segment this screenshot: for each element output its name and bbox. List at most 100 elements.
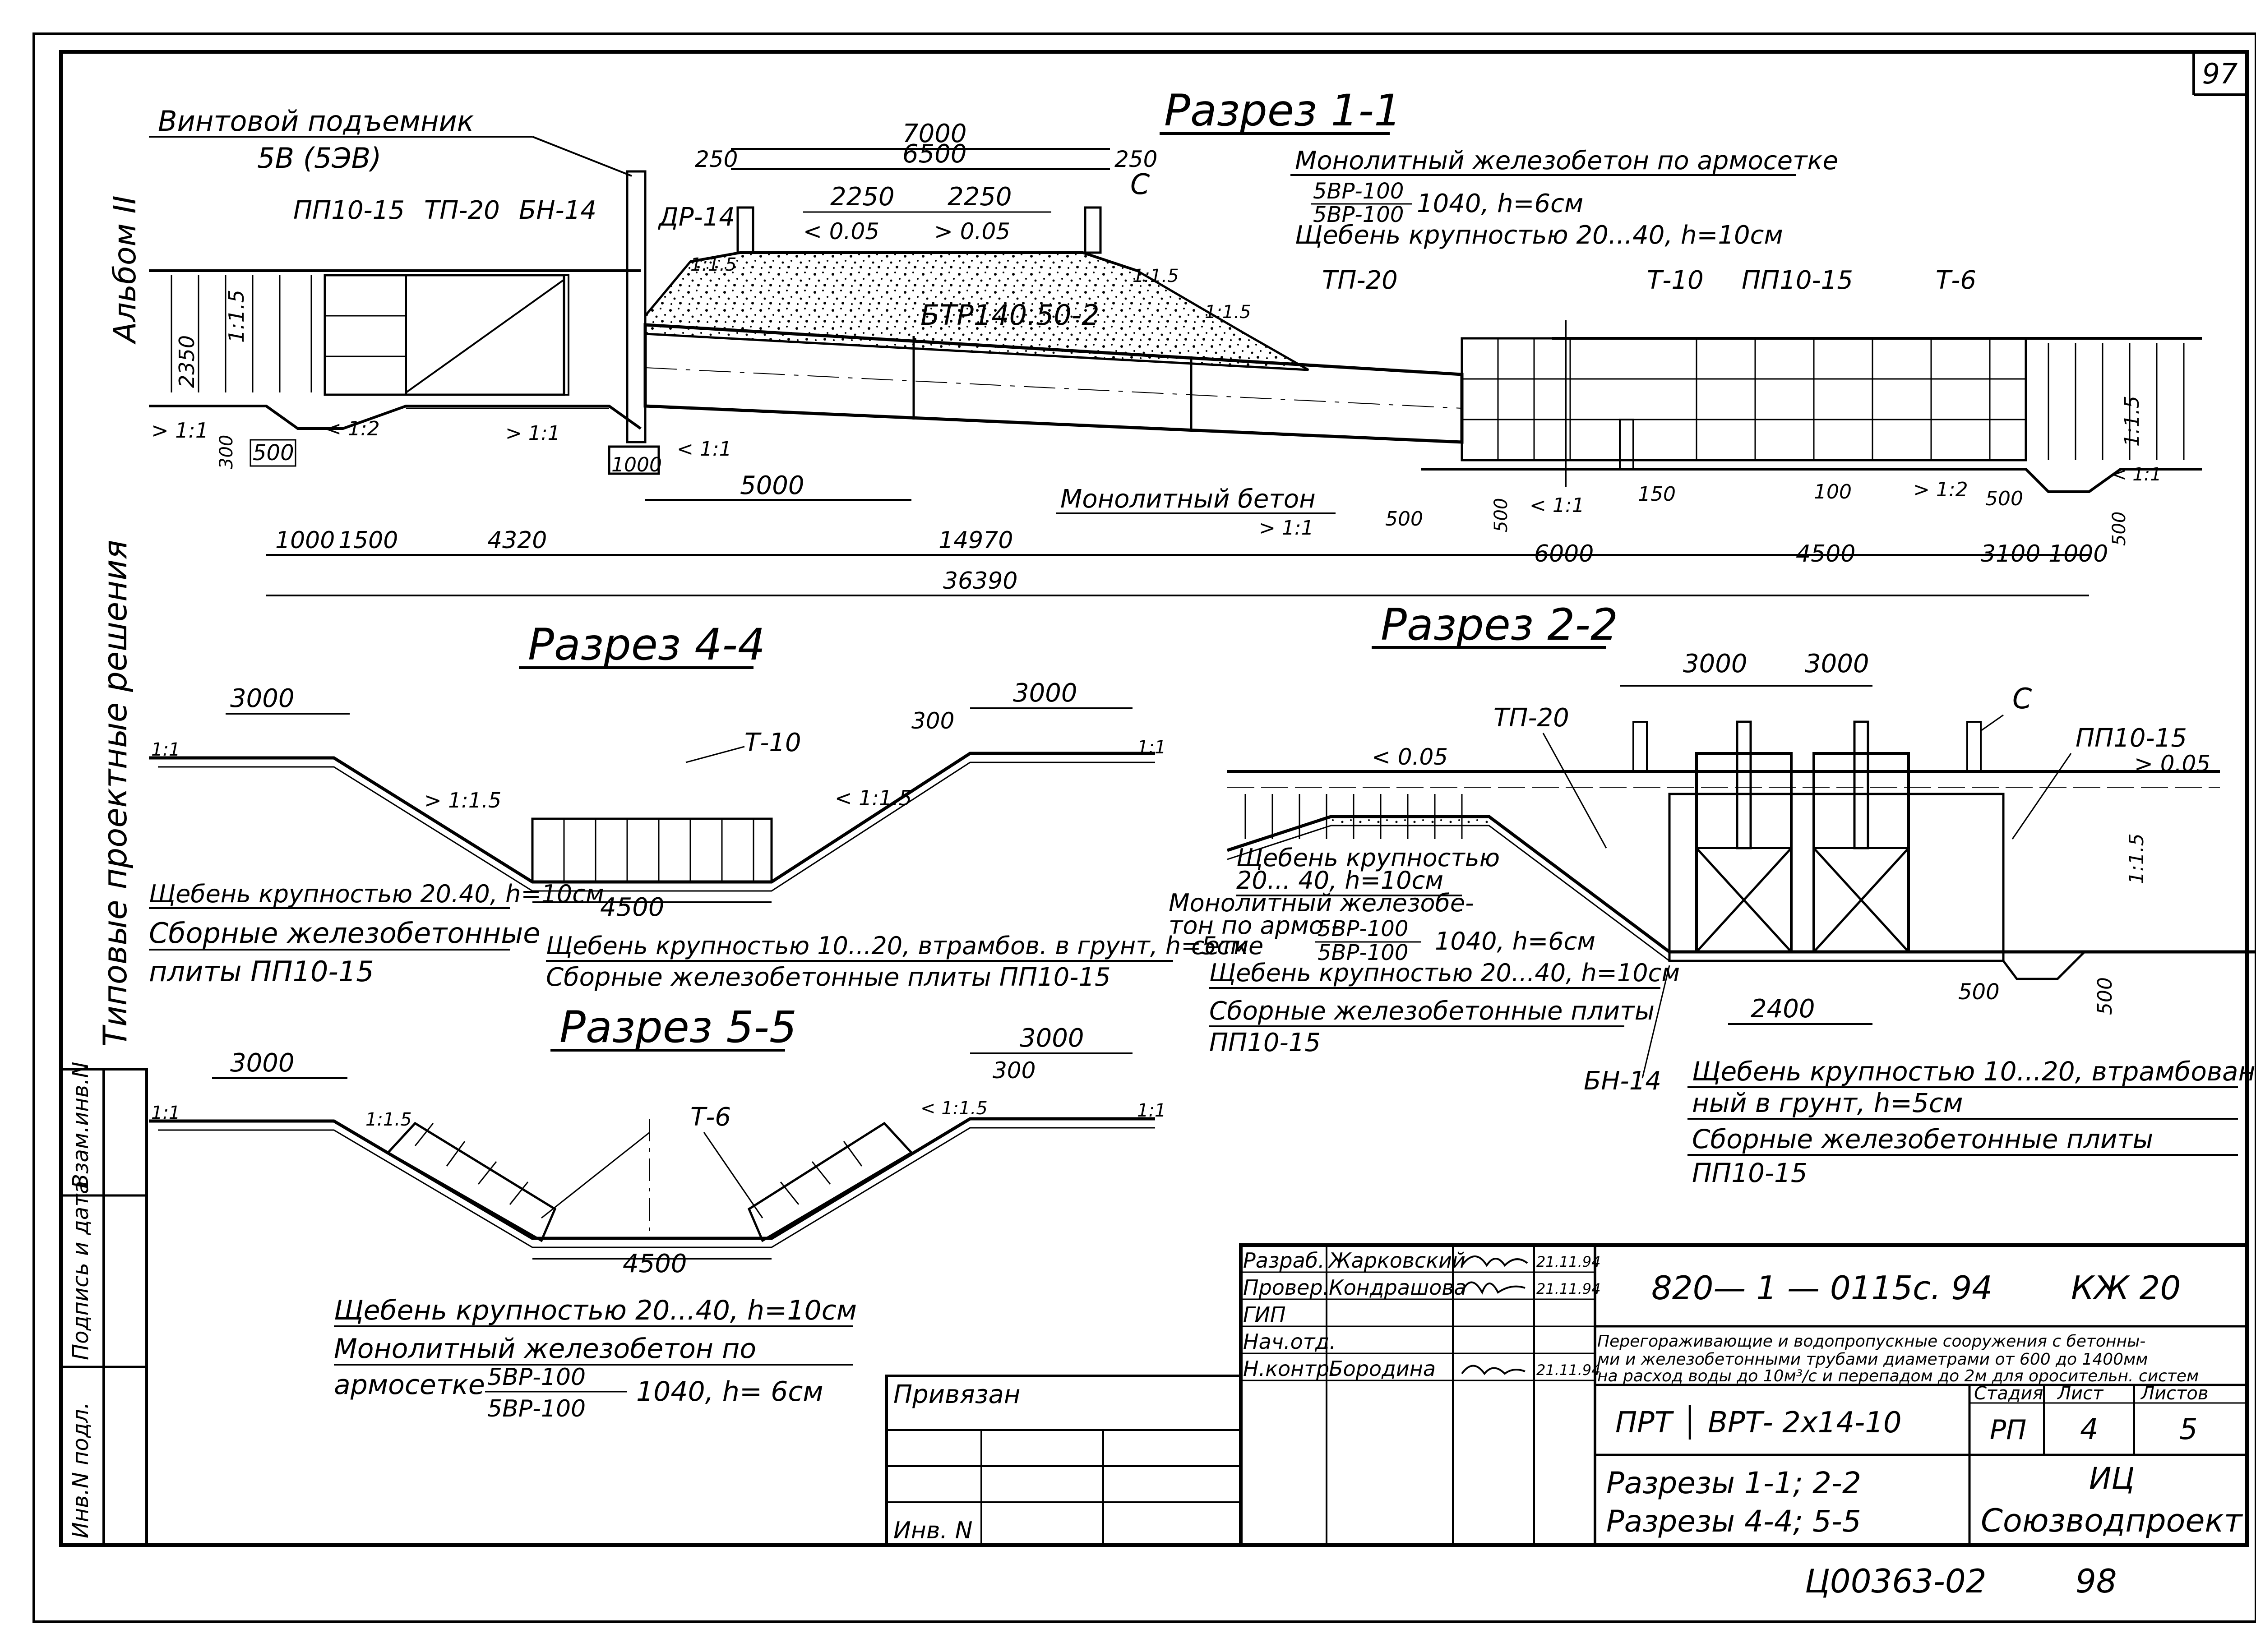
dim-4500: 4500 xyxy=(600,893,665,922)
right-wall-grid xyxy=(1462,338,2026,460)
label-t10: Т-10 xyxy=(1647,266,1704,295)
section-5-5-title: Разрез 5-5 xyxy=(559,1002,797,1052)
slope-right-1-1-5: < 1:1.5 xyxy=(920,1098,988,1119)
note-precast-2: ПП10-15 xyxy=(1209,1028,1321,1057)
section-2-2-title: Разрез 2-2 xyxy=(1381,600,1618,650)
dim-3000-left: 3000 xyxy=(1683,649,1747,678)
label-pp10-15: ПП10-15 xyxy=(2076,724,2187,753)
slope-1-1-5-b: 1:1.5 xyxy=(690,254,737,275)
chain-4500: 4500 xyxy=(1796,540,1855,568)
sheet-title-1: Разрезы 1-1; 2-2 xyxy=(1606,1466,1861,1500)
note-armosetka: армосетке xyxy=(334,1369,485,1401)
slope-right-1-1: 1:1 xyxy=(1137,737,1166,758)
slope-1-1-b: > 1:1 xyxy=(505,422,560,445)
object-name: ПРТ │ ВРТ- 2х14-10 xyxy=(1615,1405,1902,1440)
sheets-value: 5 xyxy=(2179,1413,2198,1446)
note-precast-4: ПП10-15 xyxy=(1692,1158,1808,1188)
sheet-title-2: Разрезы 4-4; 5-5 xyxy=(1606,1504,1861,1539)
slope-1-1-5-c: 1:1.5 xyxy=(1133,266,1179,286)
dim-500-e: 500 xyxy=(2109,512,2130,546)
label-dr14: ДР-14 xyxy=(657,203,735,232)
label-bn14: БН-14 xyxy=(1584,1066,1661,1096)
section-1-1-title: Разрез 1-1 xyxy=(1164,85,1401,136)
note-precast-1: Сборные железобетонные xyxy=(149,917,540,950)
description-3: на расход воды до 10м³/с и перепадом до … xyxy=(1597,1367,2199,1385)
chain-1500: 1500 xyxy=(338,527,398,554)
chain-1000-b: 1000 xyxy=(2048,540,2108,568)
dim-7000: 7000 xyxy=(902,119,967,148)
dim-3000-right: 3000 xyxy=(1020,1024,1084,1053)
dim-500-d: 500 xyxy=(1985,487,2023,510)
level-left: < 0.05 xyxy=(1372,744,1448,770)
dim-500-c: 500 xyxy=(1491,498,1512,532)
chain-total: 36390 xyxy=(943,568,1017,595)
note-gravel-10-20-2: ный в грунт, h=5см xyxy=(1692,1088,1963,1118)
stamp-code: Ц00363-02 xyxy=(1805,1562,1987,1600)
label-monolithic-concrete: Монолитный бетон xyxy=(1060,485,1316,514)
dim-100: 100 xyxy=(1814,480,1852,503)
section-2-2: Разрез 2-2 3 xyxy=(1169,600,2256,1188)
note-precast-plates: Сборные железобетонные плиты ПП10-15 xyxy=(546,963,1111,992)
dim-3000-left: 3000 xyxy=(230,1048,295,1078)
dim-500-a: 500 xyxy=(253,440,294,466)
org-2: Союзводпроект xyxy=(1981,1502,2243,1539)
note-rebar-num: 5ВР-100 xyxy=(487,1364,586,1391)
slope-right-1-1-5: < 1:1.5 xyxy=(835,786,912,810)
slope-1-1-5-a: 1:1.5 xyxy=(224,290,249,343)
chain-4320: 4320 xyxy=(487,527,547,554)
hoist-model: 5В (5ЭВ) xyxy=(257,142,381,175)
stamp-signature-date: Подпись и дата xyxy=(68,1181,93,1360)
label-pipe: БТР140.50-2 xyxy=(920,299,1100,332)
level-right: > 0.05 xyxy=(934,218,1010,245)
side-stamp: Взам.инв.N Подпись и дата Инв.N подл. xyxy=(60,1062,148,1546)
slope-1-2-b: > 1:2 xyxy=(1913,478,1968,501)
dim-3000-right: 3000 xyxy=(1013,678,1077,708)
label-t6: Т-6 xyxy=(690,1103,731,1132)
name-norm-control: Бородина xyxy=(1329,1357,1436,1381)
label-bn14: БН-14 xyxy=(519,196,596,225)
note-rebar-tail: 1040, h= 6см xyxy=(636,1376,823,1407)
signature-developer xyxy=(1461,1255,1528,1267)
note-gravel-1: Щебень крупностью xyxy=(1236,844,1500,872)
dim-500-b: 500 xyxy=(2094,977,2117,1015)
signature-norm-control xyxy=(1461,1365,1526,1375)
note-monolithic: Монолитный железобетон по армосетке xyxy=(1295,146,1838,175)
note-rebar-tail: 1040, h=6см xyxy=(1435,927,1595,955)
stamp-inv-orig: Инв.N подл. xyxy=(68,1402,93,1538)
note-gravel-2: 20... 40, h=10см xyxy=(1236,866,1443,895)
dim-3000-left: 3000 xyxy=(230,684,295,713)
note-rebar-num: 5ВР-100 xyxy=(1313,179,1404,204)
stamp-replaced-inv: Взам.инв.N xyxy=(68,1062,93,1189)
stage-value: РП xyxy=(1990,1414,2026,1446)
note-precast-1: Сборные железобетонные плиты xyxy=(1209,997,1655,1026)
sheet-label: Лист xyxy=(2057,1383,2104,1404)
label-pp10-15: ПП10-15 xyxy=(293,196,405,225)
slope-1-1-5: 1:1.5 xyxy=(2125,833,2148,884)
title-block: Привязан Инв. N Разраб. Провер. ГИП Нач.… xyxy=(885,1243,2249,1547)
slope-1-1-f: < 1:1 xyxy=(2112,464,2162,485)
stage-label: Стадия xyxy=(1974,1383,2043,1404)
right-bank-hatch xyxy=(2048,343,2185,460)
role-checker: Провер. xyxy=(1243,1275,1329,1300)
note-gravel-20-40: Щебень крупностью 20...40, h=10см xyxy=(1209,959,1680,987)
dim-2250-right: 2250 xyxy=(948,182,1012,212)
label-tp20-right: ТП-20 xyxy=(1322,266,1398,295)
section-4-4: Разрез 4-4 3000 3000 300 Т-10 4500 1:1 >… xyxy=(149,619,1248,992)
note-monolithic-2: тон по армо - xyxy=(1169,911,1340,940)
level-right: > 0.05 xyxy=(2134,751,2210,777)
album-label: Альбом II xyxy=(107,195,143,345)
slope-1-1-5-e: 1:1.5 xyxy=(2121,396,2144,447)
note-rebar-den: 5ВР-100 xyxy=(1313,202,1404,227)
slope-1-1-d: > 1:1 xyxy=(1259,517,1314,540)
note-monolithic: Монолитный железобетон по xyxy=(334,1333,756,1365)
section-5-5: Разрез 5-5 Т-6 3000 3000 300 4500 1:1 1:… xyxy=(149,1002,1166,1422)
document-code: 820— 1 — 0115с. 94 xyxy=(1651,1269,1992,1307)
note-rebar-den: 5ВР-100 xyxy=(487,1395,586,1422)
tied-label: Привязан xyxy=(893,1380,1020,1409)
dim-6500: 6500 xyxy=(902,139,967,169)
description-2: ми и железобетонными трубами диаметрами … xyxy=(1597,1350,2148,1369)
slope-left-1-1: 1:1 xyxy=(151,739,180,760)
slope-left-1-1-5: 1:1.5 xyxy=(365,1109,412,1130)
stamp-page: 98 xyxy=(2076,1562,2117,1600)
